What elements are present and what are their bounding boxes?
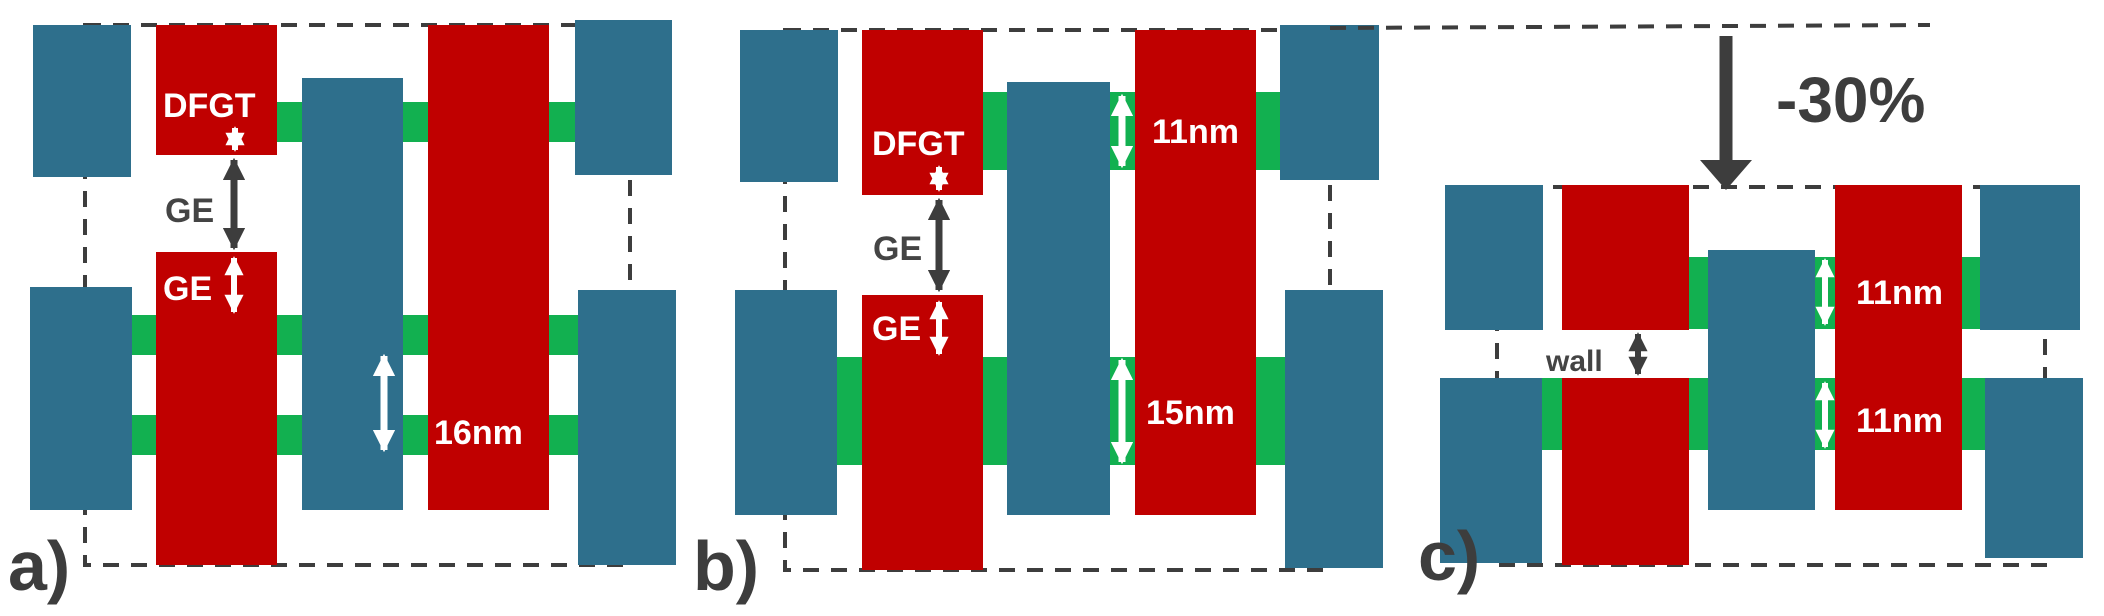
boundary-box <box>1495 185 2047 567</box>
blue-gate <box>1007 82 1110 515</box>
blue-contact <box>1980 185 2080 330</box>
blue-contact <box>578 290 676 565</box>
red-fin <box>862 30 983 195</box>
blue-contact <box>1285 290 1383 568</box>
panel-c: wall 11nm 11nm c) <box>1418 185 2083 595</box>
wall-label: wall <box>1545 345 1603 378</box>
panel-b: DFGT GE GE 11nm 15nm b) <box>693 25 1383 605</box>
red-fin <box>1562 185 1689 330</box>
panel-label-c: c) <box>1418 517 1480 595</box>
panel-a: DFGT GE GE 16nm a) <box>8 20 676 605</box>
red-fin <box>156 25 277 155</box>
red-fin <box>156 252 277 565</box>
blue-contact <box>1985 378 2083 558</box>
ge-small-label: GE <box>872 310 921 348</box>
ge-label: GE <box>165 192 214 230</box>
reference-line <box>1329 23 1931 30</box>
blue-contact <box>1445 185 1543 330</box>
dfgt-label: DFGT <box>163 87 256 125</box>
reduction-arrowhead <box>1700 160 1752 190</box>
dimension-label-15nm: 15nm <box>1146 394 1235 432</box>
panel-label-b: b) <box>693 527 759 605</box>
ge-label: GE <box>873 230 922 268</box>
blue-gate <box>1708 250 1815 510</box>
blue-contact <box>735 290 837 515</box>
blue-contact <box>33 25 131 177</box>
red-fin <box>1835 185 1962 510</box>
red-fin <box>1562 378 1689 565</box>
red-fin <box>428 25 549 510</box>
dimension-label-11nm: 11nm <box>1152 113 1239 151</box>
red-fin <box>862 295 983 570</box>
ge-small-label: GE <box>163 270 212 308</box>
blue-contact <box>1440 378 1542 563</box>
dfgt-label: DFGT <box>872 125 965 163</box>
blue-contact <box>740 30 838 182</box>
dimension-label-11nm-top: 11nm <box>1856 274 1943 312</box>
reduction-label: -30% <box>1776 64 1925 136</box>
dimension-label-16nm: 16nm <box>434 414 523 452</box>
red-fin <box>1135 30 1256 515</box>
blue-contact <box>1280 25 1379 180</box>
blue-contact <box>575 20 672 175</box>
blue-gate <box>302 78 403 510</box>
dimension-label-11nm-bottom: 11nm <box>1856 402 1943 440</box>
panel-label-a: a) <box>8 527 70 605</box>
blue-contact <box>30 287 132 510</box>
